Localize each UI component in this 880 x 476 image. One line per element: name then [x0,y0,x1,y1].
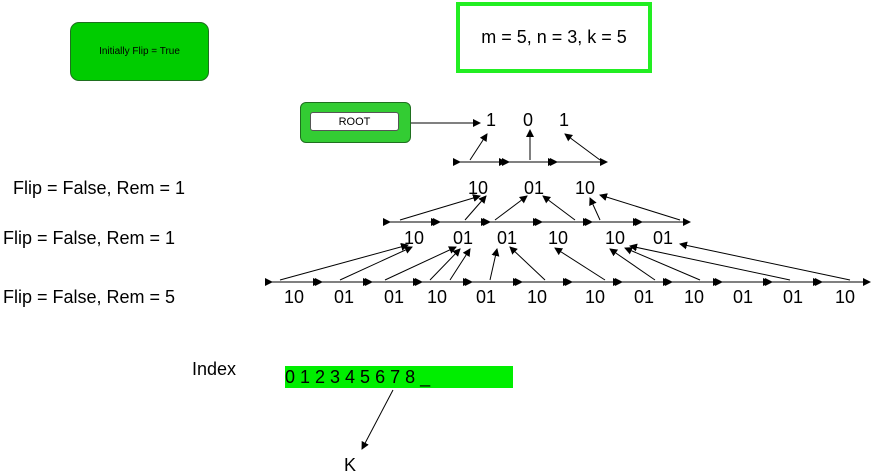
edge-l0-2 [564,133,601,161]
root-label: ROOT [338,115,371,128]
parameters-box: m = 5, n = 3, k = 5 [456,2,652,73]
tree-node-l3-6: 10 [584,287,606,307]
level-2-label: Flip = False, Rem = 1 [3,228,176,248]
tree-node-l3-5: 10 [526,287,548,307]
tree-node-l3-7: 01 [633,287,655,307]
initial-flip-label: Initially Flip = True [99,46,180,57]
tree-node-l1-0: 10 [467,178,489,198]
level-3-label: Flip = False, Rem = 5 [3,287,176,307]
tree-node-l2-4: 10 [604,228,626,248]
initial-flip-box: Initially Flip = True [70,22,209,81]
edge-l2-7 [554,247,606,281]
k-pointer-label: K [344,455,357,475]
tree-node-l3-1: 01 [333,287,355,307]
tree-node-l0-1: 0 [522,110,534,130]
level-1-label: Flip = False, Rem = 1 [13,178,186,198]
tree-node-l2-5: 01 [652,228,674,248]
edge-l2-2 [384,246,457,281]
tree-node-l3-0: 10 [283,287,305,307]
edge-l2-0 [279,242,409,281]
edge-l2-3 [429,248,461,281]
tree-node-l3-10: 01 [782,287,804,307]
edge-l2-6 [509,246,546,281]
tree-node-l2-1: 01 [452,228,474,248]
edge-l1-e [589,197,601,221]
tree-node-l1-2: 10 [574,178,596,198]
tree-node-l3-4: 01 [475,287,497,307]
edge-l2-4 [449,248,471,281]
tree-node-l3-3: 10 [426,287,448,307]
k-pointer-arrow [361,389,394,450]
edge-l1-a [399,194,481,221]
tree-node-l2-2: 01 [496,228,518,248]
edge-l1-c [494,195,528,221]
tree-node-l3-2: 01 [383,287,405,307]
edge-l1-b [464,195,487,221]
tree-node-l3-9: 01 [732,287,754,307]
edge-l2-10 [629,243,791,281]
edge-l2-1 [339,246,413,281]
index-label: Index [192,359,237,379]
root-label-box: ROOT [310,112,399,131]
index-highlight-bar [285,366,513,388]
parameters-text: m = 5, n = 3, k = 5 [481,27,627,47]
tree-node-l0-0: 1 [485,110,497,130]
tree-node-l2-0: 10 [403,228,425,248]
edge-l2-11 [679,241,851,281]
edge-l1-d [542,195,576,221]
index-sequence: 0 1 2 3 4 5 6 7 8 _ [285,367,431,387]
tree-node-l1-1: 01 [523,178,545,198]
edge-l0-0 [469,133,488,161]
edge-l1-f [599,193,681,221]
edge-l2-9 [624,247,701,281]
tree-node-l0-2: 1 [558,110,570,130]
edge-l2-8 [609,248,656,281]
tree-node-l3-11: 10 [834,287,856,307]
tree-node-l2-3: 10 [547,228,569,248]
tree-node-l3-8: 10 [683,287,705,307]
root-box: ROOT [300,102,411,143]
edge-l2-5 [489,248,500,281]
